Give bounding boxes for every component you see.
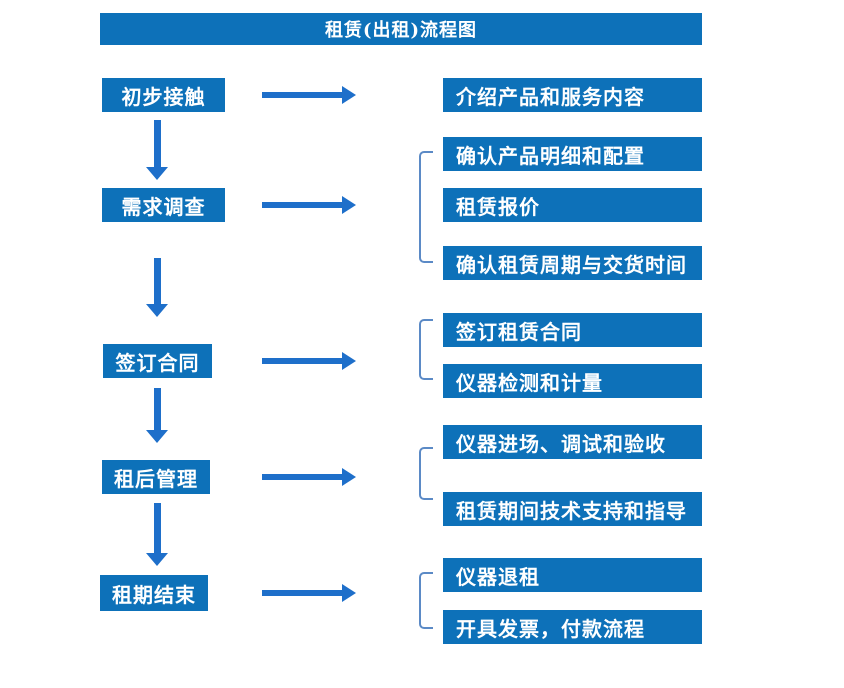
detail-box-confirm-product-config: 确认产品明细和配置 — [443, 137, 702, 171]
right-arrow-shaft — [262, 92, 343, 98]
group-bracket-rental-end — [419, 572, 433, 629]
right-arrow-head — [342, 468, 356, 486]
detail-box-instrument-acceptance: 仪器进场、调试和验收 — [443, 425, 702, 459]
detail-box-instrument-testing: 仪器检测和计量 — [443, 364, 702, 398]
right-arrow-shaft — [262, 590, 343, 596]
right-arrow-head — [342, 86, 356, 104]
group-bracket-sign-contract — [419, 319, 433, 380]
right-arrow-1 — [262, 86, 356, 104]
page-title: 租赁(出租)流程图 — [100, 13, 702, 45]
right-arrow-2 — [262, 196, 356, 214]
down-arrow-shaft — [154, 503, 161, 553]
down-arrow-3 — [146, 388, 168, 443]
group-bracket-post-rental — [419, 447, 433, 500]
down-arrow-head — [146, 167, 168, 180]
down-arrow-shaft — [154, 388, 161, 430]
down-arrow-head — [146, 304, 168, 317]
detail-box-technical-support: 租赁期间技术支持和指导 — [443, 492, 702, 526]
step-box-rental-end: 租期结束 — [100, 575, 208, 611]
right-arrow-head — [342, 196, 356, 214]
right-arrow-3 — [262, 352, 356, 370]
step-box-initial-contact: 初步接触 — [102, 78, 225, 112]
down-arrow-2 — [146, 258, 168, 317]
right-arrow-5 — [262, 584, 356, 602]
detail-box-instrument-return: 仪器退租 — [443, 558, 702, 592]
step-box-demand-survey: 需求调查 — [102, 188, 225, 222]
down-arrow-shaft — [154, 120, 161, 167]
group-bracket-demand-survey — [419, 151, 433, 263]
detail-box-invoice-payment: 开具发票，付款流程 — [443, 610, 702, 644]
down-arrow-head — [146, 430, 168, 443]
down-arrow-head — [146, 553, 168, 566]
right-arrow-shaft — [262, 202, 343, 208]
down-arrow-shaft — [154, 258, 161, 304]
down-arrow-1 — [146, 120, 168, 180]
step-box-post-rental-management: 租后管理 — [102, 460, 210, 494]
detail-box-introduce-products: 介绍产品和服务内容 — [443, 78, 702, 112]
right-arrow-4 — [262, 468, 356, 486]
right-arrow-head — [342, 584, 356, 602]
right-arrow-head — [342, 352, 356, 370]
detail-box-rental-quotation: 租赁报价 — [443, 188, 702, 222]
right-arrow-shaft — [262, 474, 343, 480]
detail-box-sign-rental-contract: 签订租赁合同 — [443, 313, 702, 347]
step-box-sign-contract: 签订合同 — [103, 344, 212, 378]
down-arrow-4 — [146, 503, 168, 566]
right-arrow-shaft — [262, 358, 343, 364]
detail-box-confirm-period-delivery: 确认租赁周期与交货时间 — [443, 246, 702, 280]
